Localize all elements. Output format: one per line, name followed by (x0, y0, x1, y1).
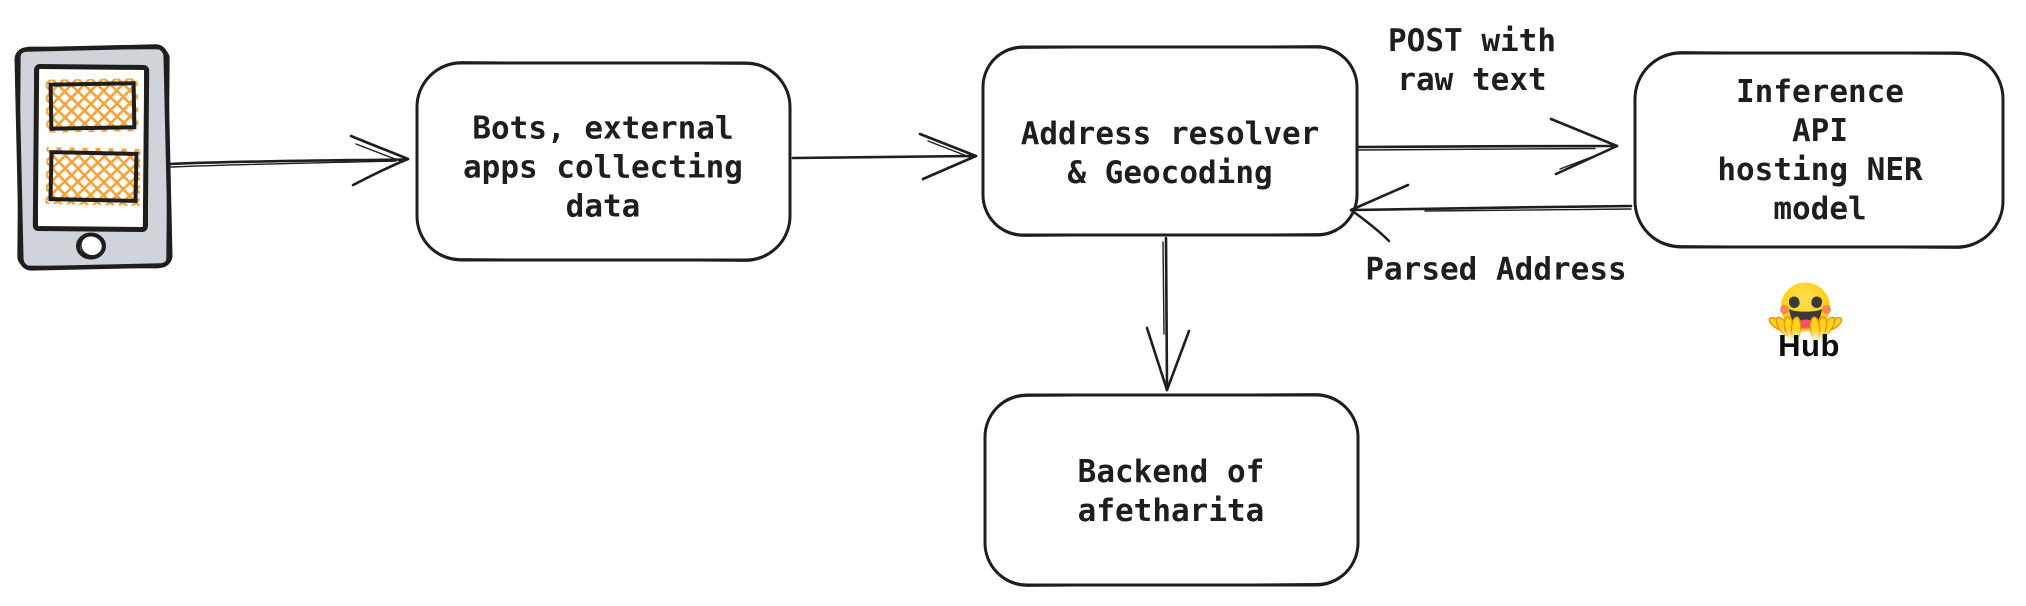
arrow-phone-to-bots (167, 134, 410, 187)
hub-label: Hub (1778, 328, 1840, 363)
phone-screen-sketch-line (33, 65, 149, 231)
edge-label-parsed-address: Parsed Address (1365, 251, 1627, 288)
node-label-bots: Bots, external apps collecting data (463, 110, 743, 225)
phone-home-button (76, 232, 106, 260)
hf-eye-right (1811, 296, 1823, 309)
arrow-address-to-backend (1145, 236, 1191, 392)
node-label-inference-api: Inference API hosting NER model (1717, 74, 1923, 227)
phone-home-button-sketch-line (80, 234, 104, 257)
node-box-inference-api (1633, 51, 2005, 249)
phone-body-sketch-line (17, 46, 170, 269)
node-box-bots (415, 61, 792, 262)
arrow-parsed-address (1349, 183, 1633, 243)
hf-eye-left (1788, 296, 1800, 309)
node-label-address-resolver: Address resolver & Geocoding (1020, 116, 1320, 191)
arrow-post-raw-text (1356, 117, 1619, 176)
node-box-backend (983, 393, 1360, 587)
phone-illustration (14, 44, 173, 271)
hf-hand-fade (1770, 329, 1842, 345)
hf-cheek-left (1779, 304, 1790, 315)
hf-cheek-right (1821, 304, 1832, 315)
hugging-face-emoji (1768, 282, 1843, 345)
node-box-address-resolver (981, 45, 1359, 237)
node-label-backend: Backend of afetharita (1077, 454, 1265, 529)
edge-label-post-raw-text: POST with raw text (1388, 23, 1556, 98)
phone-card-top (45, 78, 139, 133)
phone-card-bottom (45, 147, 141, 206)
arrow-bots-to-address (791, 132, 978, 181)
